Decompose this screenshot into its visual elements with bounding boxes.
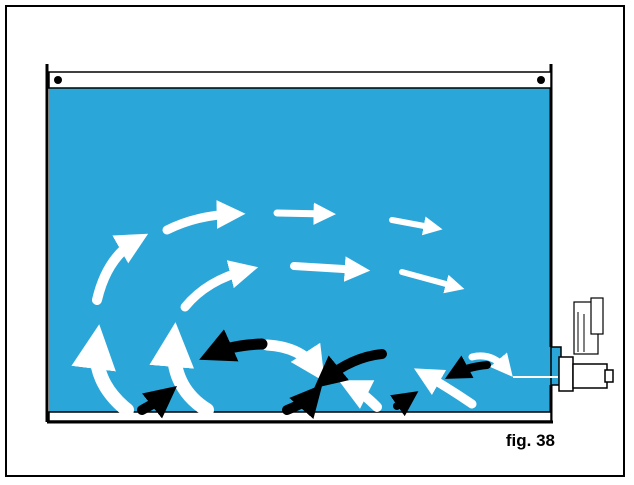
dark-flow-arrows	[137, 329, 491, 419]
flow-arrow	[149, 322, 214, 417]
flow-arrow	[180, 260, 259, 312]
flow-arrow	[389, 216, 443, 236]
flow-arrow	[273, 202, 336, 225]
figure-frame: fig. 38	[5, 5, 625, 477]
tank-top-rim	[48, 71, 552, 89]
flow-arrow-dark	[390, 391, 419, 417]
flow-arrow-dark	[137, 386, 177, 419]
flow-arrow	[413, 368, 477, 409]
flow-arrow	[290, 256, 371, 282]
flow-arrow-dark	[444, 355, 491, 379]
bolt-icon	[54, 76, 62, 84]
flow-arrow	[71, 324, 134, 417]
flow-arrow	[92, 233, 149, 305]
figure-caption: fig. 38	[505, 431, 555, 450]
pump-icon	[513, 297, 614, 392]
flow-arrow	[399, 269, 465, 294]
tank-flow-diagram	[45, 64, 614, 424]
lower-flow-arrows	[71, 322, 513, 417]
flow-arrow-dark	[199, 329, 268, 362]
flow-arrow	[338, 380, 382, 412]
flow-arrow-dark	[314, 349, 387, 389]
flow-arrow	[162, 200, 246, 235]
upper-flow-arrows	[92, 200, 465, 312]
flow-arrow-dark	[282, 384, 323, 419]
flow-arrow	[468, 352, 513, 377]
bolt-icon	[537, 76, 545, 84]
